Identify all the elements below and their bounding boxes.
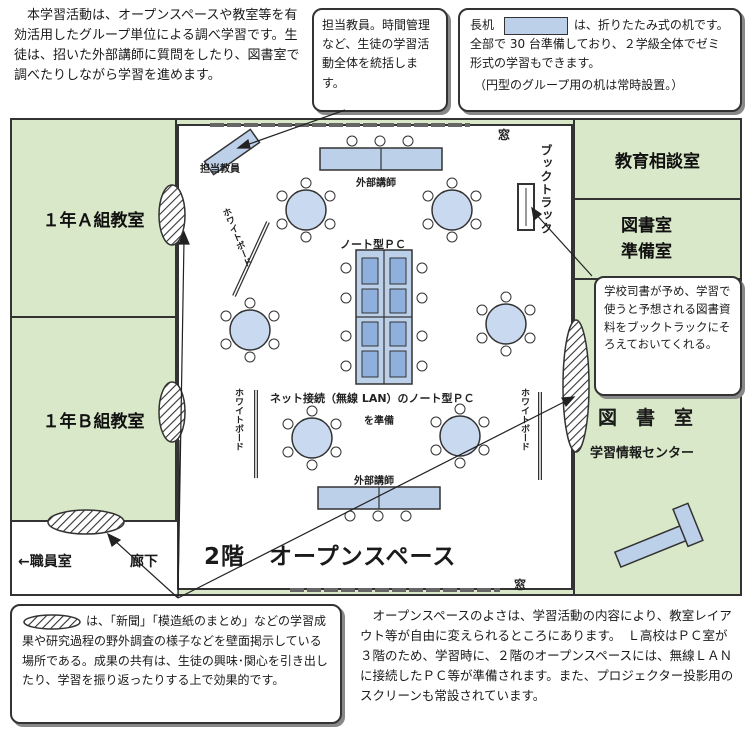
callout-display-text: は、「新聞」「模造紙のまとめ」などの学習成果や研究過程の野外調査の様子などを壁面… [22,614,328,688]
room-class-a: １年Ａ組教室 [10,118,177,318]
room-info-center-label: 学習情報センター [590,446,695,461]
room-counsel: 教育相談室 [573,118,742,200]
callout-teacher: 担当教員。時間管理など、生徒の学習活動全体を統括します。 [312,8,448,112]
room-staff-label: ←職員室 [18,554,72,570]
room-class-a-label: １年Ａ組教室 [42,210,145,231]
room-lib-prep-label-2: 準備室 [621,242,672,262]
room-class-b-label: １年Ｂ組教室 [42,411,145,432]
teacher-desk-label: 担当教員 [200,164,240,175]
booktrack-label: ブックトラック [539,144,553,235]
corridor-label: 廊下 [130,554,158,570]
whiteboard-right-label: ホワイトボード [519,388,529,451]
whiteboard-left-bottom-label: ホワイトボード [233,388,243,451]
callout-desk-prefix: 長机 [470,18,495,32]
callout-librarian-text: 学校司書が予め、学習で使うと予想される図書資料をブックトラックにそろえておいてく… [604,284,731,352]
window-top-label: 窓 [498,128,511,142]
callout-teacher-text: 担当教員。時間管理など、生徒の学習活動全体を統括します。 [322,18,431,90]
callout-librarian: 学校司書が予め、学習で使うと予想される図書資料をブックトラックにそろえておいてく… [594,276,742,396]
network-pc-label-2: を準備 [364,416,394,427]
lecturer-top-label: 外部講師 [356,178,396,189]
callout-desk: 長机 は、折りたたみ式の机です。全部で 30 台準備しており、２学級全体でゼミ形… [458,8,742,112]
open-space-title: 2階 オープンスペース [204,544,457,570]
room-class-b: １年Ｂ組教室 [10,316,177,522]
callout-desk-note: （円型のグループ用の机は常時設置。） [474,77,684,92]
room-lib-prep: 図書室 準備室 [573,198,742,280]
room-library-label: 図 書 室 [598,407,694,429]
network-pc-label-1: ネット接続（無線 LAN）のノート型ＰＣ [270,392,475,405]
callout-desk-text: は、折りたたみ式の机です。全部で 30 台準備しており、２学級全体でゼミ形式の学… [470,18,729,71]
intro-text: 本学習活動は、オープンスペースや教室等を有効活用したグループ単位による調べ学習で… [14,8,300,84]
room-lib-prep-label-1: 図書室 [621,215,672,236]
room-counsel-label: 教育相談室 [615,151,700,172]
window-bottom-label: 窓 [514,578,527,592]
lecturer-bottom-label: 外部講師 [354,476,394,487]
callout-display: は、「新聞」「模造紙のまとめ」などの学習成果や研究過程の野外調査の様子などを壁面… [10,604,342,724]
hatch-symbol-icon [23,613,81,630]
bottom-text: オープンスペースのよさは、学習活動の内容により、教室レイアウト等が自由に変えられ… [360,608,734,703]
desk-symbol [503,16,568,35]
notebook-pc-label: ノート型ＰＣ [340,238,406,251]
open-space-area [177,124,573,590]
